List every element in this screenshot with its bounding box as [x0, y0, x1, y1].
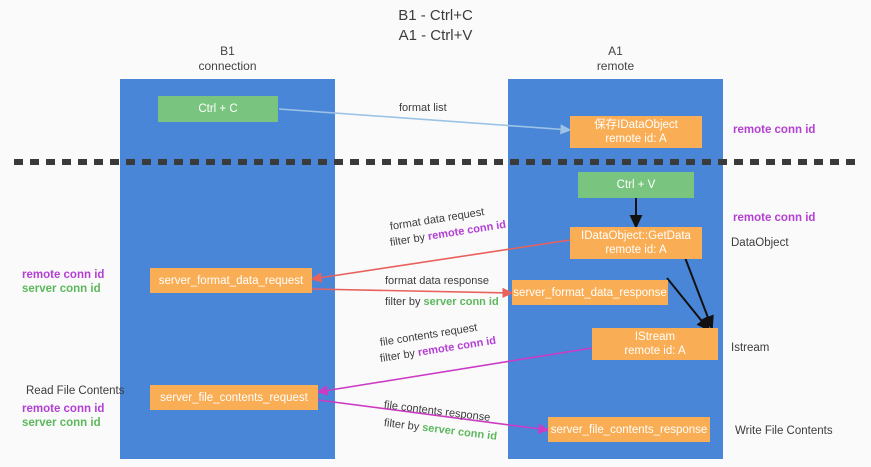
edge-label-format-list-text: format list: [399, 102, 447, 114]
box-save-idataobject-line1: 保存IDataObject: [594, 119, 678, 131]
column-header-a1-name: A1: [608, 44, 623, 58]
column-header-b1: B1 connection: [120, 44, 335, 74]
edge-label-file-contents-response: file contents response filter by server …: [383, 398, 498, 443]
column-header-a1: A1 remote: [508, 44, 723, 74]
title-line-1: B1 - Ctrl+C: [398, 7, 473, 24]
filter-by-prefix: filter by: [389, 231, 429, 249]
edge-label-format-data-request: format data request filter by remote con…: [389, 206, 507, 250]
box-save-idataobject[interactable]: 保存IDataObject remote id: A: [570, 116, 702, 148]
box-istream[interactable]: IStream remote id: A: [592, 328, 718, 360]
annotation-right-write-file-contents: Write File Contents: [735, 425, 833, 437]
box-idataobject-getdata[interactable]: IDataObject::GetData remote id: A: [570, 227, 702, 259]
box-server-file-contents-request[interactable]: server_file_contents_request: [150, 385, 318, 410]
server-conn-id-key: server conn id: [423, 296, 499, 308]
annotation-left-server-conn-id: server conn id: [22, 283, 101, 295]
annotation-left-remote-conn-id-2: remote conn id: [22, 403, 105, 415]
page-title: B1 - Ctrl+C A1 - Ctrl+V: [0, 6, 871, 46]
annotation-right-remote-conn-id-top: remote conn id: [733, 124, 816, 136]
annotation-right-istream: Istream: [731, 342, 770, 354]
box-idataobject-getdata-line1: IDataObject::GetData: [581, 230, 691, 242]
box-server-format-data-response-label: server_format_data_response: [513, 286, 667, 299]
annotation-right-dataobject: DataObject: [731, 237, 789, 249]
annotation-right-remote-conn-id-mid: remote conn id: [733, 212, 816, 224]
edge-label-file-contents-request: file contents request filter by remote c…: [379, 322, 497, 366]
title-line-2: A1 - Ctrl+V: [398, 27, 473, 44]
filter-by-prefix: filter by: [383, 417, 423, 434]
box-ctrl-c[interactable]: Ctrl + C: [158, 96, 278, 122]
box-save-idataobject-line2: remote id: A: [605, 133, 667, 145]
box-server-file-contents-response[interactable]: server_file_contents_response: [548, 417, 710, 442]
box-ctrl-v-label: Ctrl + V: [616, 179, 656, 191]
box-ctrl-c-label: Ctrl + C: [198, 103, 238, 115]
annotation-left-server-conn-id-2: server conn id: [22, 417, 101, 429]
box-istream-line1: IStream: [634, 331, 676, 343]
column-header-b1-name: B1: [220, 44, 235, 58]
annotation-left-remote-conn-id: remote conn id: [22, 269, 105, 281]
edge-label-format-list: format list: [399, 101, 447, 115]
edge-label-format-data-response-line1: format data response: [385, 275, 489, 287]
edge-label-format-data-response-line2: filter by server conn id: [385, 295, 499, 309]
column-header-a1-sub: remote: [596, 59, 635, 73]
box-istream-line2: remote id: A: [624, 345, 686, 357]
box-server-format-data-request-label: server_format_data_request: [158, 274, 304, 287]
phase-divider: [14, 159, 859, 165]
column-header-b1-sub: connection: [198, 59, 257, 73]
box-server-file-contents-response-label: server_file_contents_response: [550, 423, 708, 436]
server-conn-id-key: server conn id: [421, 421, 498, 443]
edge-label-format-data-response: format data response filter by server co…: [385, 274, 499, 309]
box-server-file-contents-request-label: server_file_contents_request: [160, 391, 308, 404]
annotation-left-read-file-contents: Read File Contents: [26, 385, 125, 397]
box-ctrl-v[interactable]: Ctrl + V: [578, 172, 694, 198]
filter-by-prefix: filter by: [385, 296, 424, 308]
filter-by-prefix: filter by: [379, 347, 419, 365]
box-server-format-data-response[interactable]: server_format_data_response: [512, 280, 668, 305]
box-idataobject-getdata-line2: remote id: A: [605, 244, 667, 256]
box-server-format-data-request[interactable]: server_format_data_request: [150, 268, 312, 293]
